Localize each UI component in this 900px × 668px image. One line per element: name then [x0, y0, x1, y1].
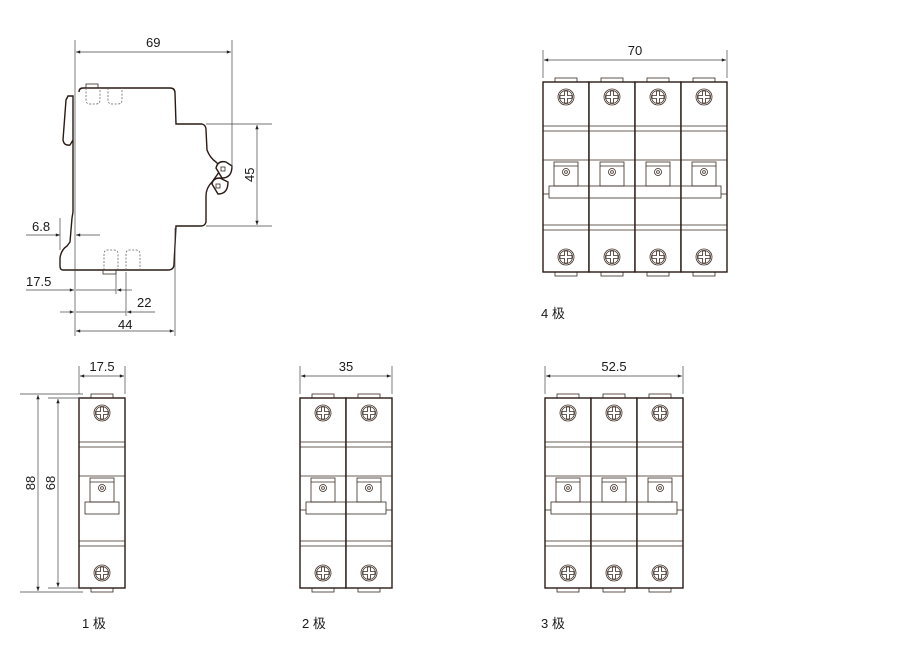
front-view-3-pole: 52.5 — [544, 359, 684, 593]
handle-bar — [550, 501, 678, 515]
dim-width-2-pole: 35 — [339, 359, 353, 374]
terminal-screw-icon — [651, 404, 669, 422]
status-indicator-icon — [562, 168, 570, 176]
front-view-4-pole: 70 — [542, 43, 728, 277]
pole-module — [588, 77, 636, 277]
pole-module — [299, 393, 347, 593]
dim-width-4-pole: 70 — [628, 43, 642, 58]
status-indicator-icon — [610, 484, 618, 492]
terminal-screw-icon — [314, 564, 332, 582]
terminal-screw-icon — [649, 88, 667, 106]
dim-mid-offset: 22 — [137, 295, 151, 310]
dim-body-height: 68 — [43, 476, 58, 490]
dim-side-height: 45 — [242, 168, 257, 182]
terminal-screw-icon — [649, 248, 667, 266]
label-2-pole: 2 极 — [302, 616, 326, 631]
pole-module — [542, 77, 590, 277]
terminal-screw-icon — [360, 404, 378, 422]
dim-total-height: 88 — [23, 476, 38, 490]
terminal-screw-icon — [605, 564, 623, 582]
front-view-2-pole: 35 — [299, 359, 393, 593]
terminal-screw-icon — [603, 88, 621, 106]
label-3-pole: 3 极 — [541, 616, 565, 631]
terminal-screw-icon — [695, 248, 713, 266]
label-4-pole: 4 极 — [541, 306, 565, 321]
label-1-pole: 1 极 — [82, 616, 106, 631]
side-view: 69 45 6.8 17.5 22 44 — [26, 35, 272, 336]
status-indicator-icon — [564, 484, 572, 492]
status-indicator-icon — [98, 484, 106, 492]
terminal-screw-icon — [557, 248, 575, 266]
terminal-screw-icon — [695, 88, 713, 106]
pole-module — [78, 393, 126, 593]
handle-bar — [548, 185, 722, 199]
status-indicator-icon — [608, 168, 616, 176]
dim-rail: 6.8 — [32, 219, 50, 234]
handle-bar — [84, 501, 120, 515]
handle-bar — [305, 501, 387, 515]
pole-module — [345, 393, 393, 593]
status-indicator-icon — [319, 484, 327, 492]
side-view-outline — [59, 87, 223, 271]
terminal-screw-icon — [557, 88, 575, 106]
pole-module — [680, 77, 728, 277]
terminal-screw-icon — [605, 404, 623, 422]
terminal-screw-icon — [651, 564, 669, 582]
terminal-screw-icon — [93, 564, 111, 582]
terminal-screw-icon — [360, 564, 378, 582]
terminal-screw-icon — [559, 404, 577, 422]
pole-module — [634, 77, 682, 277]
terminal-screw-icon — [559, 564, 577, 582]
pole-module — [544, 393, 592, 593]
status-indicator-icon — [654, 168, 662, 176]
dim-width-1-pole: 17.5 — [89, 359, 114, 374]
pole-module — [590, 393, 638, 593]
terminal-screw-icon — [314, 404, 332, 422]
dim-depth: 44 — [118, 317, 132, 332]
dim-width-3-pole: 52.5 — [601, 359, 626, 374]
dim-side-width: 69 — [146, 35, 160, 50]
terminal-screw-icon — [93, 404, 111, 422]
dim-left-offset: 17.5 — [26, 274, 51, 289]
terminal-screw-icon — [603, 248, 621, 266]
status-indicator-icon — [656, 484, 664, 492]
status-indicator-icon — [365, 484, 373, 492]
pole-module — [636, 393, 684, 593]
front-view-1-pole: 17.5 88 68 — [20, 359, 126, 593]
status-indicator-icon — [700, 168, 708, 176]
